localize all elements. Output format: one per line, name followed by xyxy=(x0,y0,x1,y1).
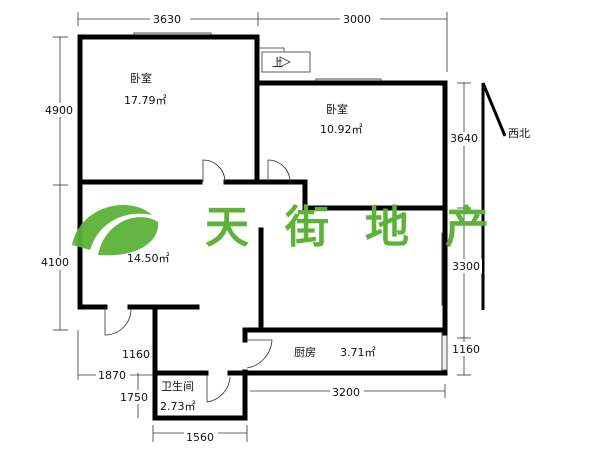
dim-kitchen-width: 3200 xyxy=(332,386,360,399)
bathroom-name: 卫生间 xyxy=(161,379,194,393)
dim-right-lower: 1160 xyxy=(452,343,480,356)
living-area: 14.50㎡ xyxy=(127,252,170,265)
walls xyxy=(77,34,448,421)
dim-left-lower: 4100 xyxy=(41,256,69,269)
stairs xyxy=(258,47,311,73)
watermark-text: 天街地产 xyxy=(205,202,525,253)
bedroom2-area: 10.92㎡ xyxy=(320,123,363,136)
dim-width-1870: 1870 xyxy=(98,369,126,382)
bedroom2-name: 卧室 xyxy=(326,102,348,116)
dim-inner-1160: 1160 xyxy=(122,348,150,361)
kitchen-area: 3.71㎡ xyxy=(340,346,376,359)
north-arrow-icon xyxy=(481,82,507,310)
kitchen-name: 厨房 xyxy=(294,346,316,359)
bedroom1-area: 17.79㎡ xyxy=(124,94,167,107)
watermark-logo-icon xyxy=(72,205,159,256)
dim-left-upper: 4900 xyxy=(45,104,73,117)
bedroom1-name: 卧室 xyxy=(130,71,152,85)
orientation-label: 西北 xyxy=(508,127,530,140)
dim-right-middle: 3300 xyxy=(452,260,480,273)
bathroom-area: 2.73㎡ xyxy=(160,400,196,413)
dim-bath-width: 1560 xyxy=(186,431,214,444)
dim-bath-height: 1750 xyxy=(120,391,148,404)
doors xyxy=(104,159,291,403)
dim-top-left: 3630 xyxy=(153,13,181,26)
dim-top-right: 3000 xyxy=(343,13,371,26)
dim-right-upper: 3640 xyxy=(450,132,478,145)
stairs-label: 上 xyxy=(272,56,283,69)
